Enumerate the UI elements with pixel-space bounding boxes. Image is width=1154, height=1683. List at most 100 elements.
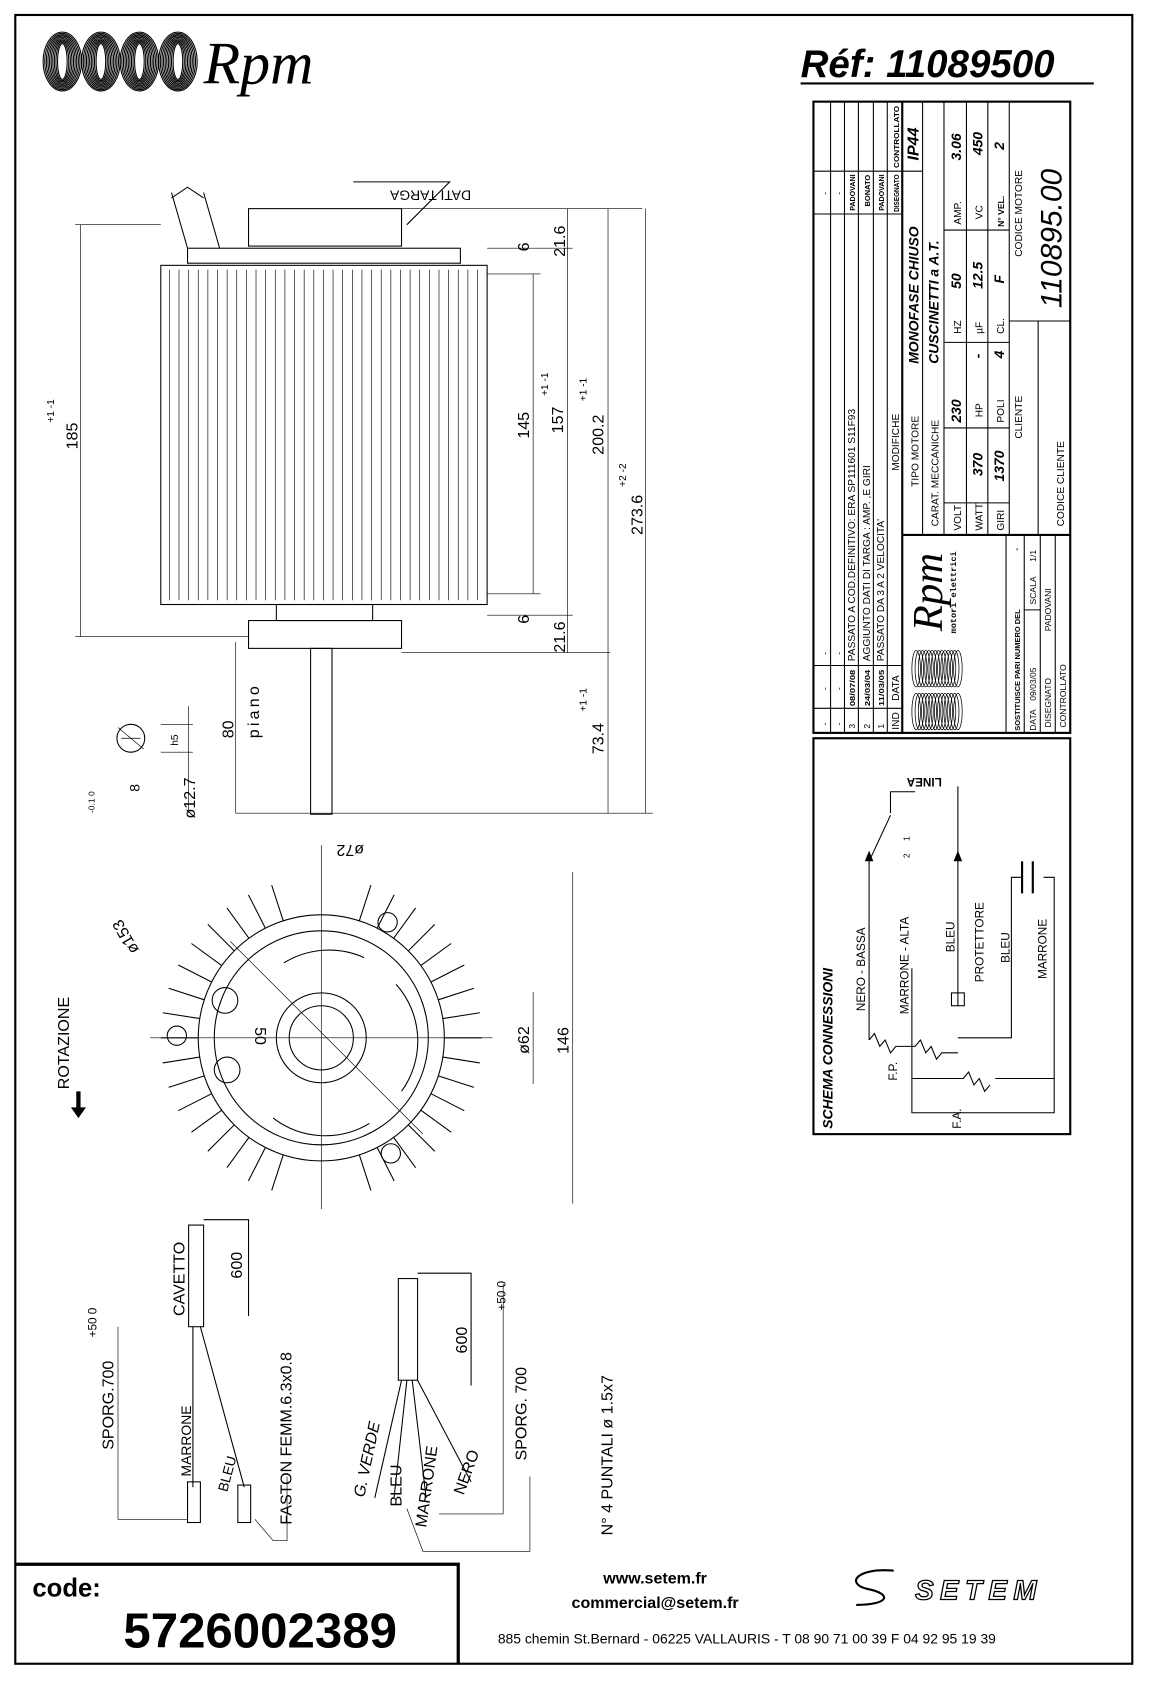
rev-data: 11/03/05 xyxy=(877,670,886,706)
schema-label-marrone: MARRONE xyxy=(1037,919,1050,979)
coil-ring xyxy=(166,37,190,86)
schema-fa: F.A. xyxy=(951,1109,964,1129)
cable-right-length: 600 xyxy=(453,1327,471,1354)
end-fin xyxy=(226,907,250,939)
dim-72: ø72 xyxy=(336,841,364,859)
setem-logo-text: SETEM xyxy=(915,1575,1043,1606)
end-fin xyxy=(430,1093,465,1112)
rev-header-modifiche: MODIFICHE xyxy=(891,414,902,471)
shaft-flat: 8 xyxy=(126,784,142,792)
schema-fp: F.P. xyxy=(887,1062,900,1081)
end-fin xyxy=(420,1109,452,1133)
cable-right: 600 SPORG. 700 +50 0 G. VERDE BLEU MARRO… xyxy=(350,1272,616,1552)
end-fin xyxy=(271,885,284,921)
coil-ring xyxy=(167,39,189,84)
dati-targa-label: DATI TARGA xyxy=(389,187,471,203)
spec-label: POLI xyxy=(996,399,1007,422)
code-box: code: 5726002389 xyxy=(15,1562,460,1664)
protection-rating: IP44 xyxy=(904,127,922,160)
email-link[interactable]: commercial@setem.fr xyxy=(572,1594,739,1612)
end-fin xyxy=(207,923,235,952)
wire-bleu: BLEU xyxy=(215,1454,240,1493)
shaft-h5: h5 xyxy=(170,734,181,746)
shaft-flat-tol: -0.1 0 xyxy=(86,791,96,813)
website-text[interactable]: www.setem.fr xyxy=(602,1569,707,1587)
coil-ring xyxy=(953,650,963,688)
rev-data: 24/03/04 xyxy=(863,669,872,706)
spec-label: HP xyxy=(975,403,986,417)
wire-g-verde: G. VERDE xyxy=(350,1420,384,1499)
coil-ring xyxy=(924,692,934,731)
dim-21-6-top: 21.6 xyxy=(551,225,569,256)
website-link[interactable]: www.setem.fr xyxy=(602,1569,707,1587)
dim-153: ø153 xyxy=(109,916,143,957)
coil-ring xyxy=(937,692,947,731)
spec-label: N° VEL. xyxy=(996,196,1006,227)
company-address: 885 chemin St.Bernard - 06225 VALLAURIS … xyxy=(498,1630,996,1646)
motor-end-view: ø72 ø153 50 ø62 146 ROTAZIONE xyxy=(55,841,574,1210)
rev-modifiche: PASSATO A COD.DEFINITIVO: ERA SP111601 S… xyxy=(847,409,858,662)
rev-ind: - xyxy=(819,722,829,725)
wire-nero: NERO xyxy=(450,1447,483,1497)
coil-ring xyxy=(89,37,113,86)
sporg-left: SPORG.700 xyxy=(100,1361,118,1450)
cable-left: CAVETTO 600 SPORG.700 +50 0 MARRONE BLEU… xyxy=(87,1219,295,1542)
coil-ring xyxy=(134,43,145,80)
data-label: DATA xyxy=(1028,709,1038,731)
spec-label: AMP. xyxy=(953,201,964,225)
title-block: - - - - - - - - 3 08/07/08 PASSATO A COD… xyxy=(812,100,1072,734)
data-value: 09/03/05 xyxy=(1028,667,1038,701)
schema-pos2: 2 xyxy=(902,853,912,858)
coil-ring xyxy=(57,43,68,80)
coil-ring xyxy=(930,692,941,731)
rev-data: - xyxy=(819,687,829,690)
spec-value: - xyxy=(970,353,986,358)
carat-value: CUSCINETTI a A.T. xyxy=(926,240,942,363)
coil-ring xyxy=(90,39,112,84)
rev-disegnato: BONATO xyxy=(863,175,872,207)
cavetto-label: CAVETTO xyxy=(170,1242,188,1316)
spec-value: 370 xyxy=(970,453,986,476)
reference-number: Réf: 11089500 xyxy=(801,43,1056,86)
scala-value: 1/1 xyxy=(1028,550,1038,562)
coil-ring xyxy=(911,692,921,731)
sostituisce-label: SOSTITUISCE PARI NUMERO DEL xyxy=(1013,609,1022,731)
end-fin xyxy=(168,1075,205,1088)
dim-145: 145 xyxy=(515,412,533,439)
end-fin xyxy=(191,943,223,966)
rev-data: 08/07/08 xyxy=(848,670,857,706)
disegnato-value: PADOVANI xyxy=(1043,588,1053,631)
coil-ring xyxy=(940,692,950,731)
rev-ind: - xyxy=(833,722,843,725)
coil-ring xyxy=(937,650,947,688)
rev-modifiche: PASSATO DA 3 A 2 VELOCITA' xyxy=(876,519,887,661)
dim-200-tol: +1 -1 xyxy=(579,377,590,401)
spec-value: 12.5 xyxy=(970,262,986,289)
end-fin xyxy=(191,1109,223,1133)
dim-157: 157 xyxy=(549,406,567,433)
rev-ind: 2 xyxy=(862,724,872,729)
tipo-motore-label: TIPO MOTORE xyxy=(910,416,921,487)
coil-ring xyxy=(927,650,937,688)
dim-73-4-tol: +1 -1 xyxy=(579,688,590,712)
shaft-diameter: ø12.7 xyxy=(181,777,199,818)
coil-ring xyxy=(159,32,197,91)
brand-logo-text: Rpm xyxy=(203,30,314,96)
coil-ring xyxy=(914,692,925,731)
spec-label: HZ xyxy=(953,320,964,334)
dim-185: 185 xyxy=(63,423,81,450)
dim-200: 200.2 xyxy=(590,415,608,455)
spec-label: CL. xyxy=(996,318,1007,334)
code-label: code: xyxy=(32,1574,100,1602)
coil-ring xyxy=(914,650,925,688)
coil-ring xyxy=(953,692,963,731)
end-fin xyxy=(178,964,212,983)
schema-label-bleu: BLEU xyxy=(945,922,958,953)
coil-ring xyxy=(924,650,934,688)
rev-header-controllato: CONTROLLATO xyxy=(892,106,901,168)
schema-label-marrone-alta: MARRONE - ALTA xyxy=(899,917,912,1015)
rev-disegnato: - xyxy=(833,192,843,195)
email-text[interactable]: commercial@setem.fr xyxy=(572,1594,739,1612)
coil-ring xyxy=(162,35,193,88)
